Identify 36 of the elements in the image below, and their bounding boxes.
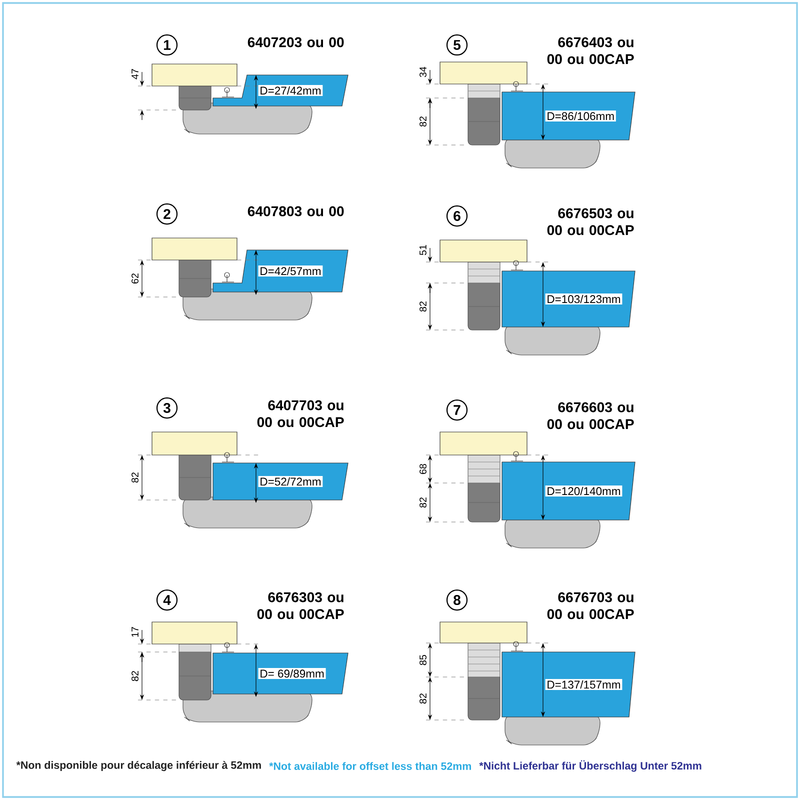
depth-value: D=120/140mm [545,485,622,497]
part-number: 6676703 ou 00 ou 00CAP [547,592,634,620]
depth-value: D=137/157mm [545,678,622,690]
dimension-value: 68 [420,464,426,474]
callout-number: 8 [446,589,468,611]
dimension-value: 82 [132,472,138,483]
part-number: 6676303 ou 00 ou 00CAP [257,592,344,620]
dimension-value: 82 [420,694,426,704]
callout-number: 7 [446,399,468,421]
dimension-value: 62 [132,274,138,284]
dimension-value: 85 [420,654,426,666]
part-number: 6676603 ou 00 ou 00CAP [547,402,634,430]
dimension-value: 47 [132,69,138,80]
callout-number: 3 [156,397,178,419]
dimension-value: 82 [132,671,138,682]
dimension-value: 17 [132,627,138,637]
part-number: 6676503 ou 00 ou 00CAP [547,208,634,236]
part-number: 6407803 ou 00 [248,206,344,216]
part-number: 6407203 ou 00 [248,37,344,48]
callout-number: 2 [156,203,178,225]
callout-number: 6 [446,205,468,227]
depth-value: D=86/106mm [545,110,616,122]
dimension-value: 82 [420,302,426,312]
callout-number: 4 [156,589,178,611]
footnote: *Not available for offset less than 52mm [269,762,471,770]
part-number: 6407703 ou 00 ou 00CAP [257,400,344,428]
dimension-value: 34 [420,66,426,78]
depth-value: D=103/123mm [545,293,622,305]
callout-number: 1 [156,34,178,56]
part-number: 6676403 ou 00 ou 00CAP [547,37,634,64]
dimension-value: 51 [420,245,426,256]
callout-number: 5 [446,34,468,56]
dimension-value: 82 [420,116,426,127]
dimension-value: 82 [420,498,426,508]
footnote: *Nicht Lieferbar für Überschlag Unter 52mm [479,760,702,772]
footnote: *Non disponible pour décalage inférieur à 52mm [16,760,261,772]
